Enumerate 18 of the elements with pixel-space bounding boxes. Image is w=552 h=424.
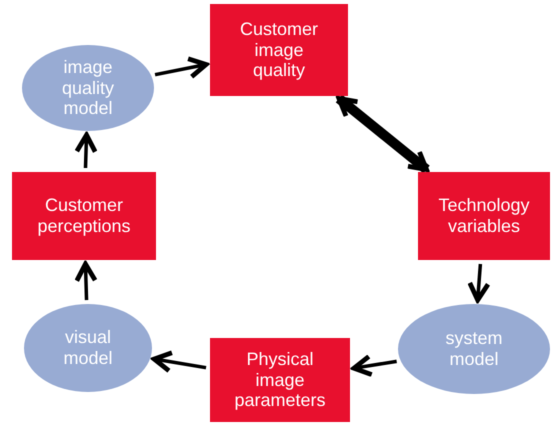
arrow: [74, 132, 98, 168]
arrow: [336, 94, 430, 174]
node-label: system model: [444, 328, 504, 370]
process-box: [418, 172, 550, 260]
arrow: [352, 354, 397, 378]
arrow: [467, 264, 490, 302]
node-label: Customer perceptions: [36, 195, 132, 237]
node-label: image quality model: [60, 56, 116, 120]
arrow: [154, 56, 208, 80]
node-label: Technology variables: [437, 195, 531, 237]
arrow: [74, 262, 98, 300]
process-box: [210, 4, 348, 96]
node-label: visual model: [62, 327, 114, 369]
process-box: [12, 172, 156, 260]
process-box: [210, 338, 350, 422]
node-label: Customer image quality: [238, 18, 320, 82]
arrow: [152, 350, 206, 374]
node-label: Physical image parameters: [233, 348, 327, 412]
